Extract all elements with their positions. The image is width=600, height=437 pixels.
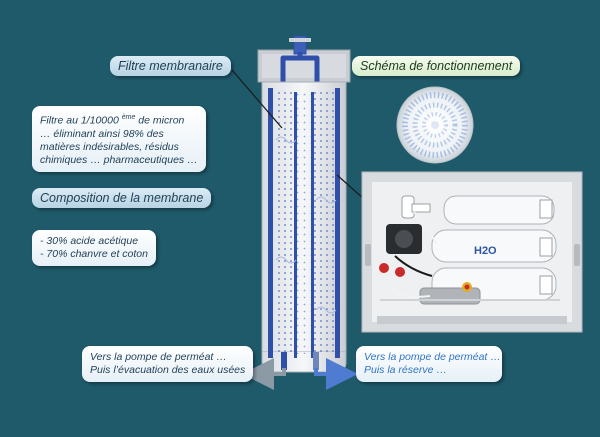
composition-list: - 30% acide acétique - 70% chanvre et co…	[32, 230, 156, 266]
outlet-right-note: Vers la pompe de perméat … Puis la réser…	[356, 346, 502, 382]
micron-note-prefix: Filtre au 1/10000	[40, 114, 119, 127]
filter-pointer-line	[231, 69, 283, 129]
composition-label-text: Composition de la membrane	[40, 191, 204, 205]
outlet-waste-arrow	[242, 358, 286, 390]
outlet-left-line: Vers la pompe de perméat …	[90, 351, 227, 363]
schema-label: Schéma de fonctionnement	[352, 56, 521, 76]
membrane-cross-section	[396, 86, 474, 164]
micron-note-line: … éliminant ainsi 98% des	[40, 127, 164, 140]
composition-label: Composition de la membrane	[32, 188, 212, 208]
micron-note: Filtre au 1/10000 ème de micron … élimin…	[32, 106, 206, 172]
svg-text:H2O: H2O	[474, 245, 497, 257]
device-photo: H2O	[361, 171, 583, 333]
outlet-left-note: Vers la pompe de perméat … Puis l’évacua…	[82, 346, 254, 382]
micron-note-suffix: de micron	[135, 114, 185, 127]
micron-note-superscript: ème	[121, 114, 136, 121]
brand-logo-icon: H2O	[474, 245, 497, 257]
micron-note-line: chimiques … pharmaceutiques …	[40, 153, 198, 166]
outlet-right-line: Vers la pompe de perméat …	[364, 351, 501, 363]
filter-membrane-label-text: Filtre membranaire	[118, 59, 223, 73]
membrane-filter-tube	[257, 35, 351, 373]
filter-membrane-label: Filtre membranaire	[110, 56, 231, 76]
composition-item: - 30% acide acétique	[40, 235, 139, 247]
schema-label-text: Schéma de fonctionnement	[360, 59, 513, 73]
composition-item: - 70% chanvre et coton	[40, 248, 148, 260]
micron-note-heading: Filtre au 1/10000 ème de micron	[40, 111, 198, 128]
micron-note-line: matières indésirables, résidus	[40, 140, 179, 153]
outlet-left-line: Puis l’évacuation des eaux usées	[90, 364, 246, 376]
outlet-right-line: Puis la réserve …	[364, 364, 447, 376]
outlet-reserve-arrow	[314, 358, 358, 390]
